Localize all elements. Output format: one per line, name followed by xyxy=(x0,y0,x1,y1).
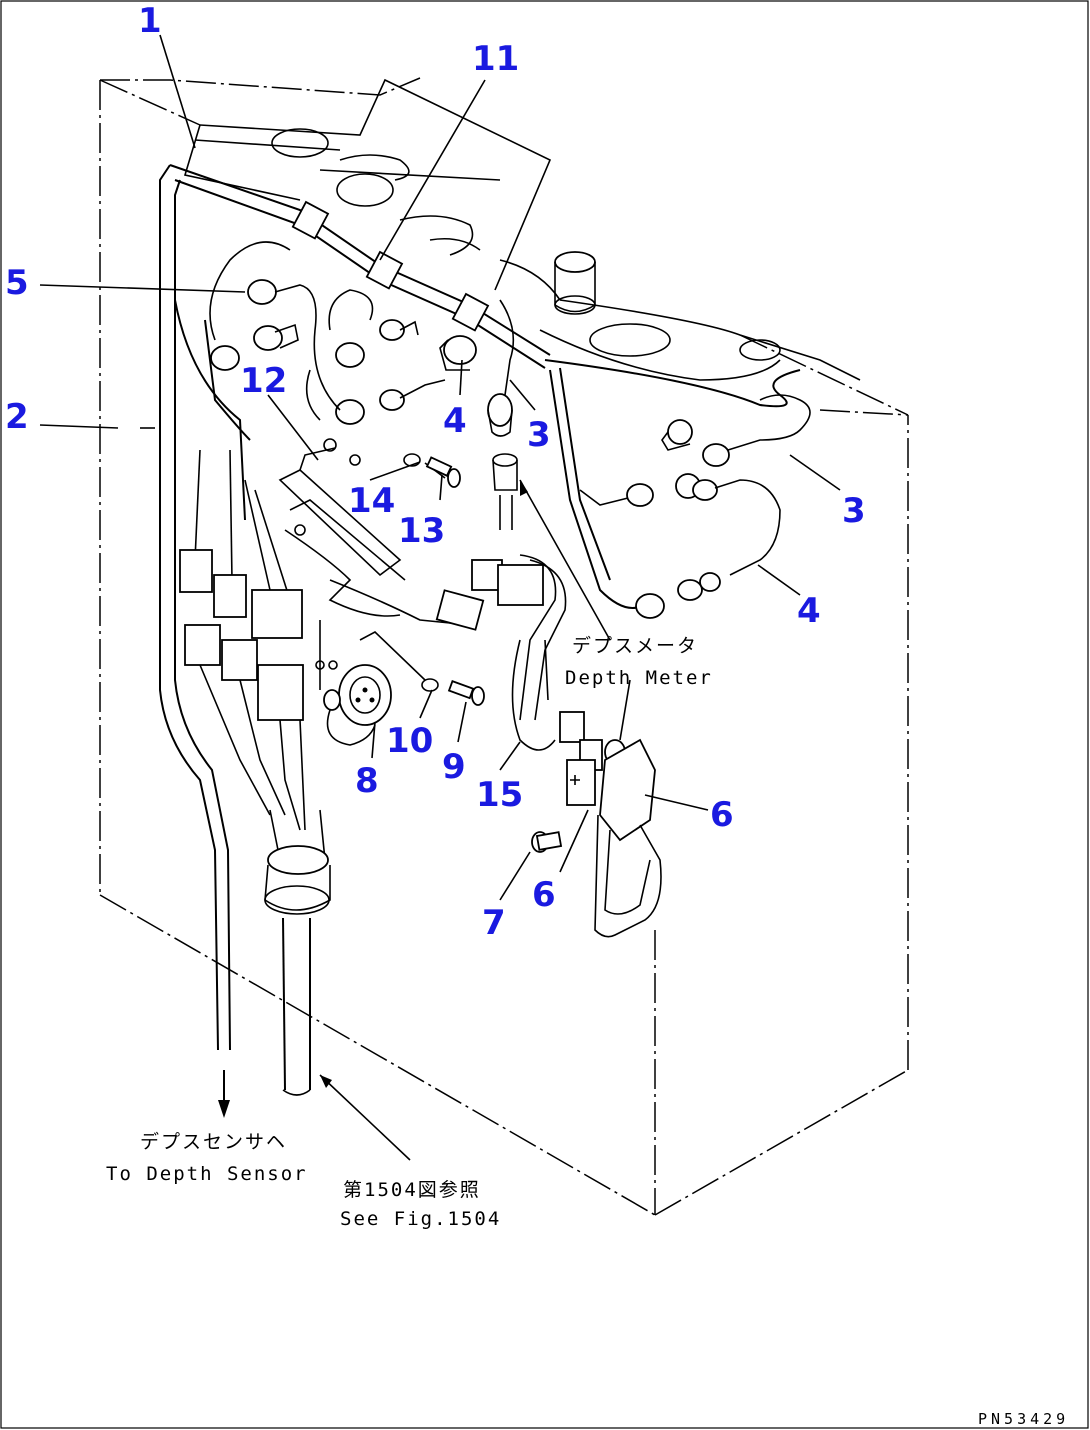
console-box-outline xyxy=(99,77,909,1216)
callout-6-right: 6 xyxy=(710,795,734,835)
callout-2: 2 xyxy=(5,397,29,437)
main-harness xyxy=(169,164,801,609)
callout-9: 9 xyxy=(442,747,466,787)
callout-14: 14 xyxy=(348,481,395,521)
annotations: デプスメータ Depth Meter デプスセンサヘ To Depth Sens… xyxy=(106,635,713,1230)
callout-4-right: 4 xyxy=(797,591,821,631)
callout-4-upper: 4 xyxy=(443,401,467,441)
callout-3-upper: 3 xyxy=(527,415,551,455)
instrument-panel xyxy=(183,78,861,381)
lamp-assembly xyxy=(315,620,485,746)
side-harness xyxy=(159,164,251,1118)
callout-numbers: 1 11 5 12 4 3 2 14 13 3 4 10 9 8 15 6 6 … xyxy=(5,1,866,943)
callout-3-right: 3 xyxy=(842,491,866,531)
callout-1: 1 xyxy=(138,1,162,41)
depth-meter-note-en: Depth Meter xyxy=(565,667,713,689)
grommet-cable xyxy=(264,809,411,1161)
callout-5: 5 xyxy=(5,263,29,303)
see-fig-note-en: See Fig.1504 xyxy=(340,1208,501,1230)
callout-13: 13 xyxy=(398,511,445,551)
callout-15: 15 xyxy=(476,775,523,815)
upper-switches xyxy=(439,299,518,530)
drawing-number: PN53429 xyxy=(978,1410,1069,1428)
depth-sensor-note-en: To Depth Sensor xyxy=(106,1163,308,1185)
depth-meter-switch xyxy=(511,639,662,938)
callout-6-lower: 6 xyxy=(532,875,556,915)
callout-11: 11 xyxy=(472,39,519,79)
callout-12: 12 xyxy=(240,361,287,401)
callout-7: 7 xyxy=(482,903,506,943)
bracket xyxy=(278,438,406,617)
bolt-13-washer-14 xyxy=(403,453,461,488)
leader-lines xyxy=(39,34,841,901)
lamp-sockets xyxy=(209,241,446,425)
right-switches xyxy=(579,394,811,619)
callout-10: 10 xyxy=(386,721,433,761)
see-fig-note-jp: 第1504図参照 xyxy=(343,1179,481,1201)
connector-bank xyxy=(179,449,306,831)
depth-meter-note-jp: デプスメータ xyxy=(572,635,698,657)
middle-connectors xyxy=(329,554,567,721)
depth-sensor-note-jp: デプスセンサヘ xyxy=(140,1131,287,1153)
callout-8: 8 xyxy=(355,761,379,801)
